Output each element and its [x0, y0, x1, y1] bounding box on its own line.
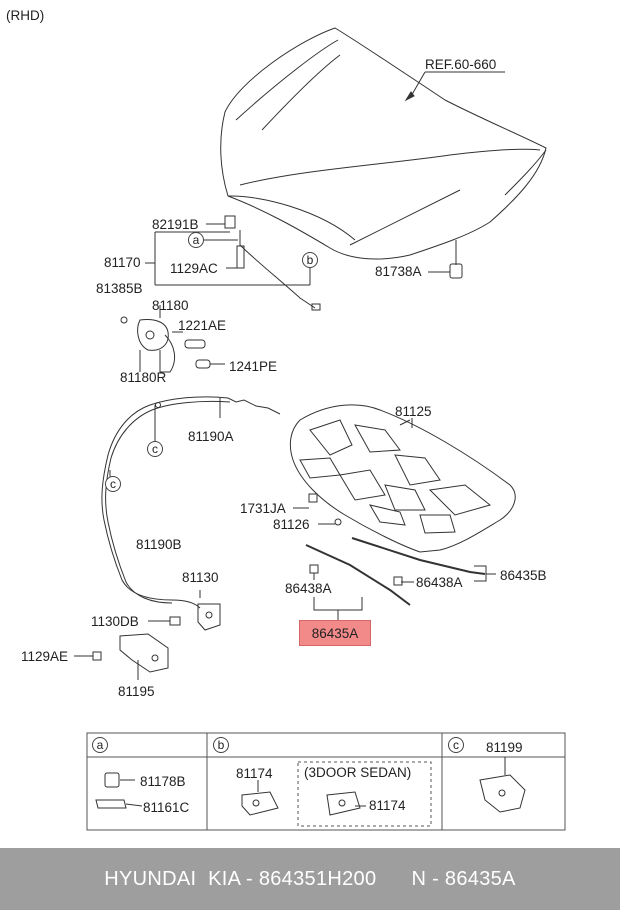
part-label: 1130DB [91, 614, 139, 629]
release-lever [148, 590, 221, 631]
callout-c: c [105, 476, 121, 492]
part-label: 86435B [500, 568, 547, 583]
part-label: 81130 [182, 570, 219, 585]
part-label: 81190B [136, 537, 182, 552]
hood-insulator [289, 404, 516, 553]
callout-a: a [188, 232, 204, 248]
part-label: 1129AE [21, 649, 69, 664]
part-label: 81195 [118, 684, 155, 699]
table-part-label: 81178B [140, 774, 186, 789]
part-label: 81180R [120, 370, 167, 385]
callout-c: c [147, 441, 163, 457]
part-label: 86438A [416, 575, 463, 590]
legend-table [86, 732, 566, 831]
latch-assembly [120, 305, 225, 373]
part-label: 1241PE [229, 359, 278, 374]
part-label: 81385B [96, 281, 143, 296]
part-label: 1221AE [178, 318, 227, 333]
part-label: 81180 [152, 298, 189, 313]
part-label: 86438A [285, 581, 332, 596]
table-key-b: b [213, 737, 229, 753]
highlighted-part-label: 86435A [299, 620, 371, 646]
callout-b: b [302, 252, 318, 268]
part-label: 81190A [188, 429, 234, 444]
table-part-label: 81161C [143, 800, 190, 815]
table-group-title: (3DOOR SEDAN) [304, 765, 412, 780]
table-key-c: c [448, 737, 464, 753]
variant-label: (RHD) [6, 8, 45, 23]
table-part-label: 81174 [236, 766, 273, 781]
part-label: 81125 [395, 404, 432, 419]
part-label: 1731JA [240, 501, 286, 516]
table-part-label: 81199 [486, 740, 523, 755]
table-key-a: a [92, 737, 108, 753]
part-label: 81738A [375, 264, 422, 279]
hood-panel [220, 27, 547, 260]
part-label: 81126 [273, 517, 310, 532]
table-part-label: 81174 [369, 798, 406, 813]
ref-label: REF.60-660 [425, 57, 497, 72]
part-label: 82191B [152, 217, 199, 232]
part-label: 1129AC [170, 261, 218, 276]
part-number-footer: HYUNDAI KIA - 864351H200 N - 86435A [0, 848, 620, 910]
part-label: 81170 [104, 255, 141, 270]
lever-bracket [74, 633, 169, 680]
